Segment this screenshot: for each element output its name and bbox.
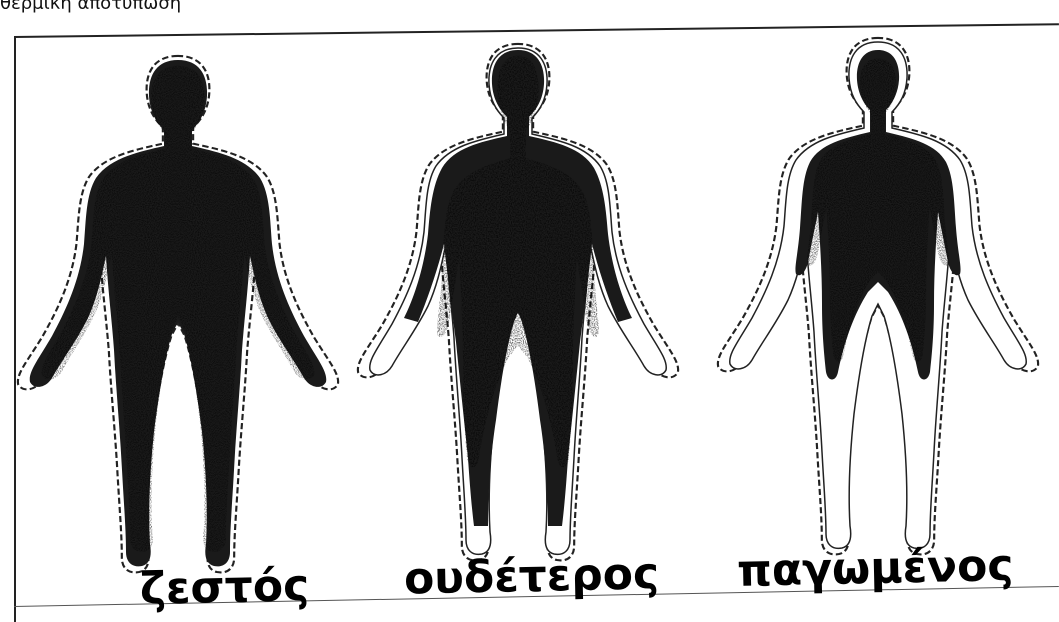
label-neutral: ουδέτερος [404,552,660,601]
label-hot: ζεστός [140,564,310,612]
figure-frozen [718,38,1038,555]
figure-neutral [358,44,678,561]
label-frozen: παγωμένος [737,544,1014,594]
figure-hot [18,56,338,573]
